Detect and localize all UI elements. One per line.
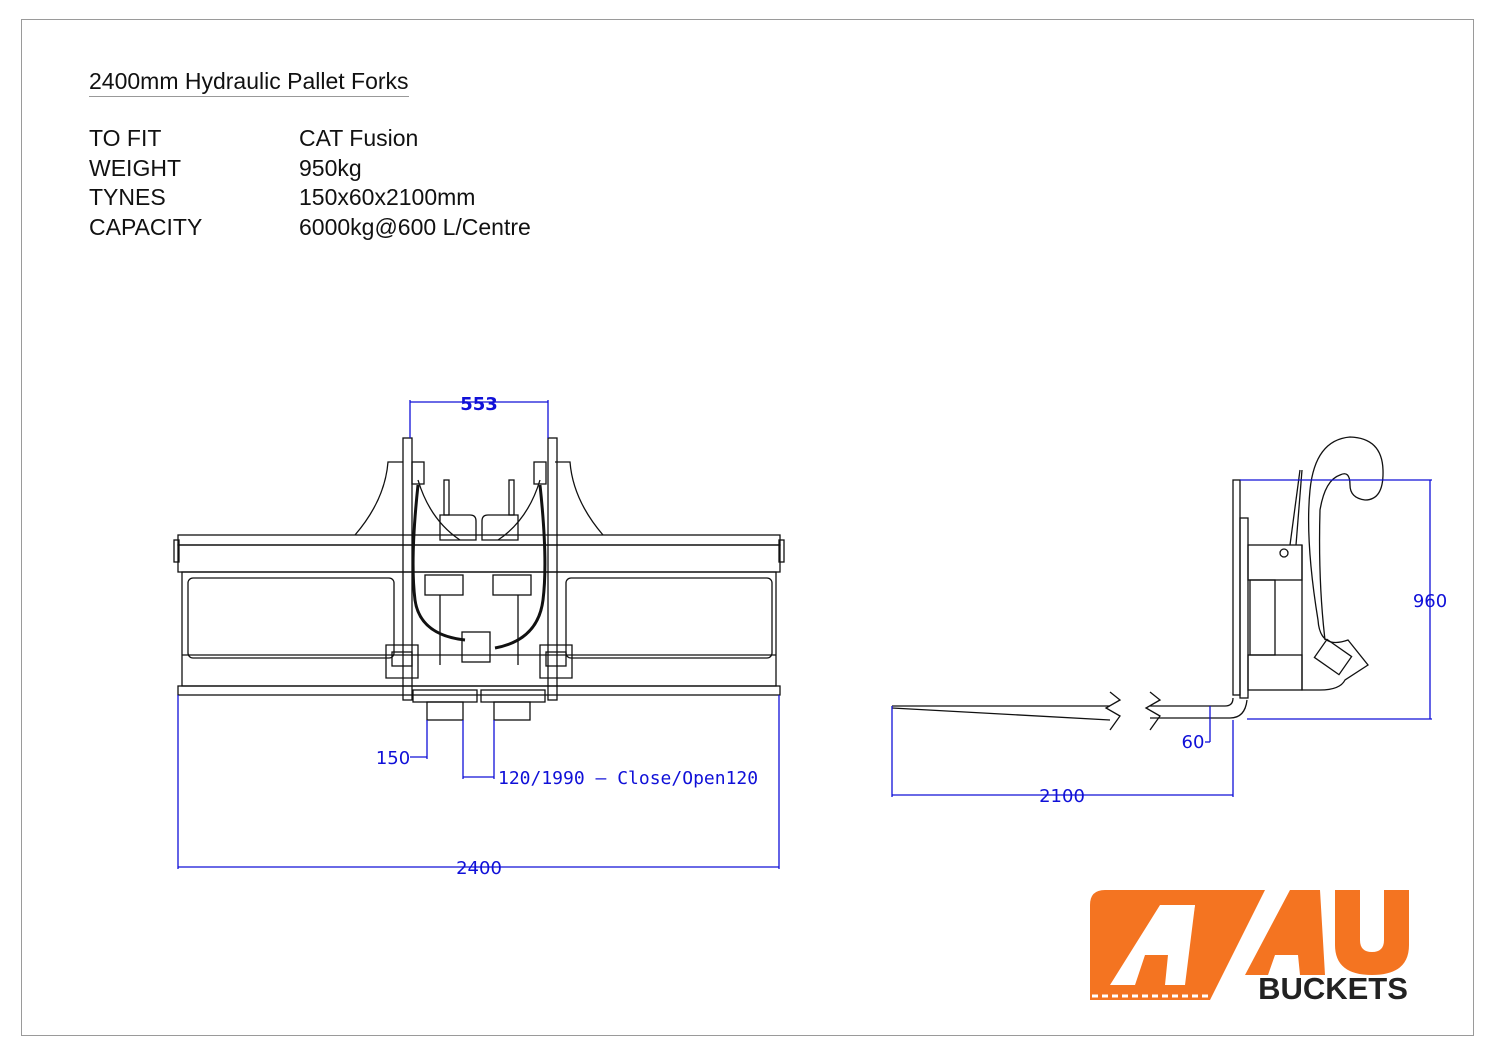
drawing-title: 2400mm Hydraulic Pallet Forks: [89, 68, 409, 97]
spec-label: CAPACITY: [89, 214, 203, 240]
side-view: [891, 436, 1384, 731]
dim-carriage-width: 553: [460, 394, 498, 415]
svg-text:BUCKETS: BUCKETS: [1258, 971, 1408, 1006]
spec-value: CAT Fusion: [299, 125, 419, 151]
spec-value: 950kg: [299, 155, 362, 181]
spec-label: TYNES: [89, 184, 166, 210]
dim-tyne-thickness: 60: [1182, 732, 1205, 753]
dim-tyne-width: 150: [376, 748, 410, 769]
spec-value: 6000kg@600 L/Centre: [299, 214, 531, 240]
au-buckets-logo: BUCKETS: [1090, 890, 1409, 1006]
spec-value: 150x60x2100mm: [299, 184, 476, 210]
side-view-dimensions: [891, 479, 1432, 797]
drawing-border: [21, 19, 1474, 1036]
dim-tyne-spread: 120/1990 — Close/Open120: [498, 768, 758, 789]
dim-overall-width: 2400: [456, 858, 502, 879]
front-view-dimensions: [177, 400, 780, 869]
dim-height: 960: [1413, 591, 1447, 612]
front-view: [173, 437, 785, 721]
spec-label: TO FIT: [89, 125, 162, 151]
dim-tyne-length: 2100: [1039, 786, 1085, 807]
spec-label: WEIGHT: [89, 155, 181, 181]
